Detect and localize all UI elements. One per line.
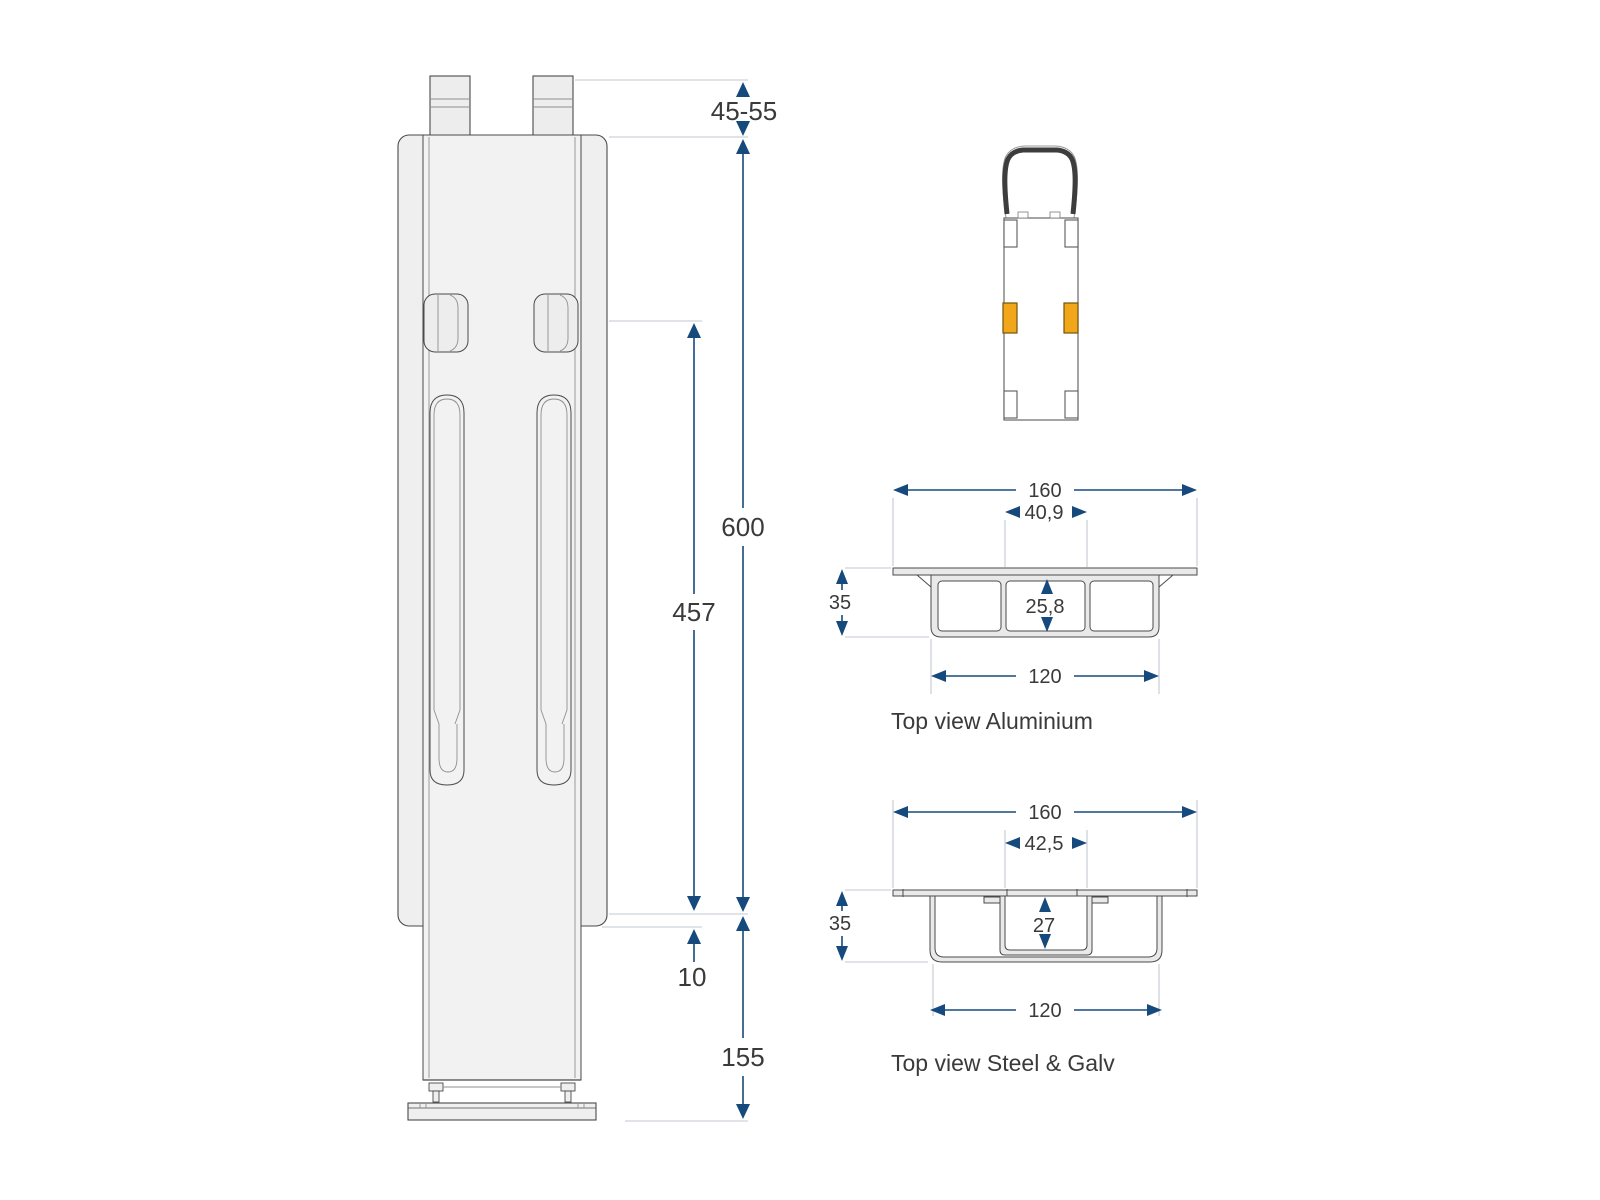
steel-channel-height-value: 27 [1033, 915, 1055, 937]
aluminium-dimension-channel-height: 25,8 [1026, 579, 1065, 632]
steel-extension-lines [845, 800, 1198, 1016]
aluminium-dimension-channel-width: 40,9 [1005, 502, 1087, 524]
cab-body-joints [1017, 211, 1061, 219]
steel-body-width-value: 120 [1028, 1000, 1061, 1022]
guide-clips [423, 293, 579, 353]
support-leg-front-view: 45-55 600 457 10 155 [397, 75, 777, 1122]
aluminium-extension-lines [845, 498, 1198, 694]
steel-height-value: 35 [829, 913, 851, 935]
steel-dimension-channel-height: 27 [1033, 897, 1055, 949]
aluminium-flange-width-value: 160 [1028, 480, 1061, 502]
steel-dimension-flange-width: 160 [893, 802, 1197, 824]
cab-frame [1002, 147, 1078, 215]
dimension-top-offset: 45-55 [711, 82, 777, 136]
aluminium-section-label: Top view Aluminium [891, 708, 1093, 734]
steel-section-view: 160 42,5 [829, 800, 1198, 1076]
dimension-inner-height: 457 [672, 323, 716, 911]
vehicle-top-view [1002, 145, 1079, 421]
dimension-total-height: 600 [721, 139, 765, 912]
aluminium-dimension-flange-width: 160 [893, 480, 1197, 502]
steel-section-label: Top view Steel & Galv [891, 1050, 1115, 1076]
steel-dimension-body-width: 120 [930, 1000, 1162, 1022]
aluminium-dimension-body-width: 120 [931, 666, 1159, 688]
foot-plate [407, 1079, 597, 1121]
right-slot [536, 394, 572, 786]
steel-dimension-channel-width: 42,5 [1005, 833, 1087, 855]
left-slot [429, 394, 465, 786]
support-leg-position-markers [1002, 302, 1079, 334]
dimension-inner-height-value: 457 [672, 597, 715, 627]
aluminium-channel-height-value: 25,8 [1026, 596, 1065, 618]
mounting-prongs [429, 75, 574, 137]
inner-column [422, 134, 582, 1081]
dimension-foot-height-value: 155 [721, 1042, 764, 1072]
aluminium-section-view: 160 40,9 35 25,8 120 [829, 480, 1198, 734]
wheel-markers [1003, 219, 1079, 419]
front-extension-lines [575, 79, 748, 1122]
dimension-gap: 10 [678, 929, 707, 992]
aluminium-height-value: 35 [829, 592, 851, 614]
steel-profile [892, 889, 1198, 963]
dimension-foot-height: 155 [721, 916, 765, 1119]
aluminium-dimension-height: 35 [829, 569, 851, 636]
aluminium-channel-width-value: 40,9 [1025, 502, 1064, 524]
dimension-gap-value: 10 [678, 962, 707, 992]
aluminium-body-width-value: 120 [1028, 666, 1061, 688]
aluminium-profile [892, 567, 1198, 638]
steel-flange-width-value: 160 [1028, 802, 1061, 824]
steel-dimension-height: 35 [829, 891, 851, 961]
steel-channel-width-value: 42,5 [1025, 833, 1064, 855]
cab-outline [1002, 145, 1078, 219]
dimension-total-height-value: 600 [721, 512, 764, 542]
